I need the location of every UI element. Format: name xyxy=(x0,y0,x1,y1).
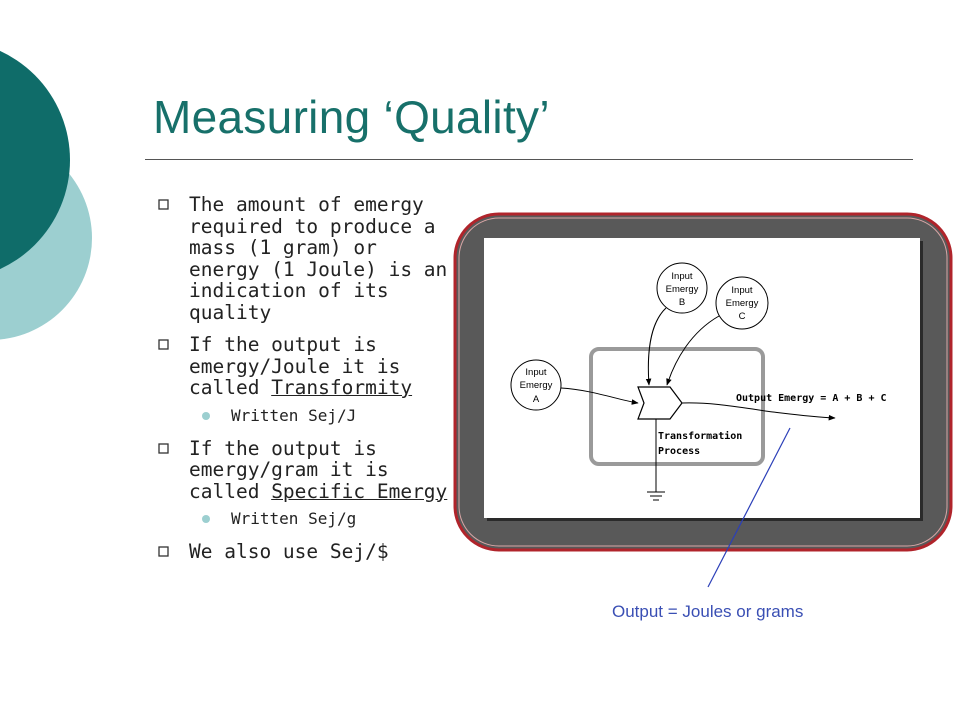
input-a-line2: Emergy xyxy=(520,380,553,391)
input-c-line3: C xyxy=(739,311,746,322)
input-c-circle xyxy=(715,276,769,330)
hollow-square-bullet-icon xyxy=(158,442,169,454)
underlined-term: Transformity xyxy=(271,376,413,399)
title-divider xyxy=(145,159,913,160)
bullet-item: We also use Sej/$ xyxy=(158,541,458,563)
underlined-term: Specific Emergy xyxy=(271,479,448,503)
bullet-item: The amount of emergy required to produce… xyxy=(158,194,458,323)
input-c-flow xyxy=(666,315,720,386)
output-emergy-label: Output Emergy = A + B + C xyxy=(736,393,887,404)
process-box xyxy=(589,347,765,466)
transformer-symbol xyxy=(637,386,683,420)
slide-title: Measuring ‘Quality’ xyxy=(153,91,550,143)
input-b-line1: Input xyxy=(671,271,692,282)
sub-bullet-item: Written Sej/J xyxy=(158,406,458,426)
emergy-diagram: Input Emergy A Input Emergy B Input Emer… xyxy=(453,212,953,552)
hollow-square-bullet-icon xyxy=(158,199,169,210)
bullet-text: The amount of emergy required to produce… xyxy=(189,193,448,324)
bullet-text: We also use Sej/$ xyxy=(189,540,389,563)
input-a-flow xyxy=(560,387,639,405)
bullet-item: If the output is emergy/Joule it is call… xyxy=(158,334,458,399)
round-bullet-icon xyxy=(202,515,210,523)
input-b-line2: Emergy xyxy=(666,284,699,295)
round-bullet-icon xyxy=(202,411,210,420)
input-b-line3: B xyxy=(679,297,685,308)
input-a-line3: A xyxy=(533,394,540,405)
hollow-square-bullet-icon xyxy=(158,339,169,350)
bullet-text: If the output is emergy/Joule it is call… xyxy=(189,333,401,399)
input-a-circle xyxy=(510,359,562,411)
process-label-line2: Process xyxy=(658,446,700,457)
input-b-flow xyxy=(645,307,667,386)
hollow-square-bullet-icon xyxy=(158,546,169,557)
sub-bullet-text: Written Sej/g xyxy=(231,509,357,528)
input-c-line1: Input xyxy=(731,285,752,296)
dark-teal-circle xyxy=(0,50,70,270)
sub-bullet-text: Written Sej/J xyxy=(231,405,357,425)
decorative-circles xyxy=(0,50,92,340)
diagram-inner-border xyxy=(458,217,948,547)
bullet-item: If the output is emergy/gram it is calle… xyxy=(158,436,458,503)
bullet-list: The amount of emergy required to produce… xyxy=(158,194,458,574)
input-c-line2: Emergy xyxy=(726,298,759,309)
sub-bullet-item: Written Sej/g xyxy=(158,509,458,529)
input-a-line1: Input xyxy=(525,367,546,378)
output-flow xyxy=(681,402,836,421)
input-b-circle xyxy=(656,262,708,314)
bullet-text: If the output is emergy/gram it is calle… xyxy=(189,436,389,503)
process-label-line1: Transformation xyxy=(658,430,742,442)
output-caption: Output = Joules or grams xyxy=(612,602,804,621)
